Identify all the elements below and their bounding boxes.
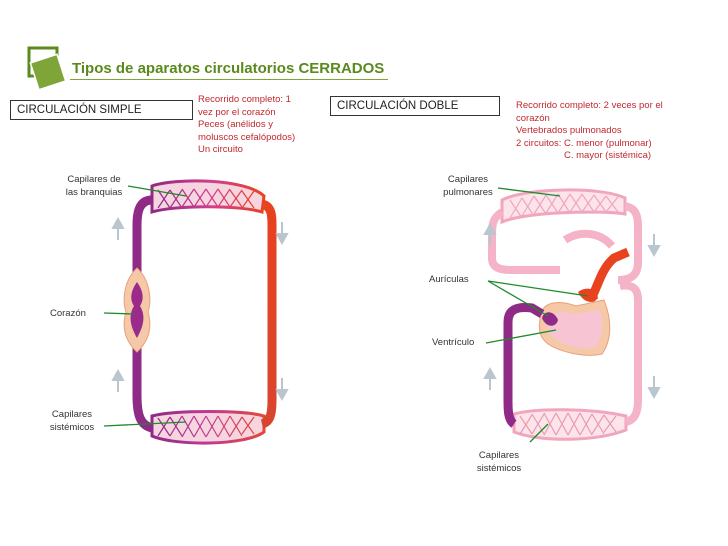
simple-heading-box: CIRCULACIÓN SIMPLE bbox=[10, 100, 193, 120]
double-heading: CIRCULACIÓN DOBLE bbox=[337, 100, 459, 112]
double-note: 2 circuitos: C. menor (pulmonar) bbox=[516, 137, 652, 149]
title-underline bbox=[70, 79, 388, 80]
double-note: Recorrido completo: 2 veces por el bbox=[516, 100, 663, 111]
simple-systemic-capillaries-label: Capilares sistémicos bbox=[49, 409, 95, 433]
ventricle-label: Ventrículo bbox=[432, 337, 475, 348]
double-systemic-capillaries-label: Capilares sistémicos bbox=[476, 450, 522, 474]
heart-label: Corazón bbox=[50, 308, 86, 319]
page-title: Tipos de aparatos circulatorios CERRADOS bbox=[72, 60, 385, 77]
simple-note: Un circuito bbox=[198, 144, 243, 156]
pulmonary-capillaries-label: Capilares pulmonares bbox=[443, 174, 493, 198]
atria-label: Aurículas bbox=[429, 274, 469, 285]
simple-note: Recorrido completo: 1 bbox=[198, 94, 291, 105]
simple-note: Peces (anélidos y bbox=[198, 119, 273, 131]
simple-heading: CIRCULACIÓN SIMPLE bbox=[17, 104, 142, 116]
gill-capillaries-label: Capilares de las branquias bbox=[65, 174, 123, 198]
double-heading-box: CIRCULACIÓN DOBLE bbox=[330, 96, 500, 116]
simple-note: vez por el corazón bbox=[198, 106, 276, 118]
simple-note: moluscos cefalópodos) bbox=[198, 131, 296, 143]
simple-notes: Recorrido completo: 1 vez por el corazón… bbox=[198, 94, 295, 157]
double-notes: Recorrido completo: 2 veces por el coraz… bbox=[516, 100, 663, 163]
double-note: C. mayor (sistémica) bbox=[564, 150, 652, 162]
double-note: Vertebrados pulmonados bbox=[516, 125, 622, 137]
double-note: corazón bbox=[516, 112, 550, 124]
